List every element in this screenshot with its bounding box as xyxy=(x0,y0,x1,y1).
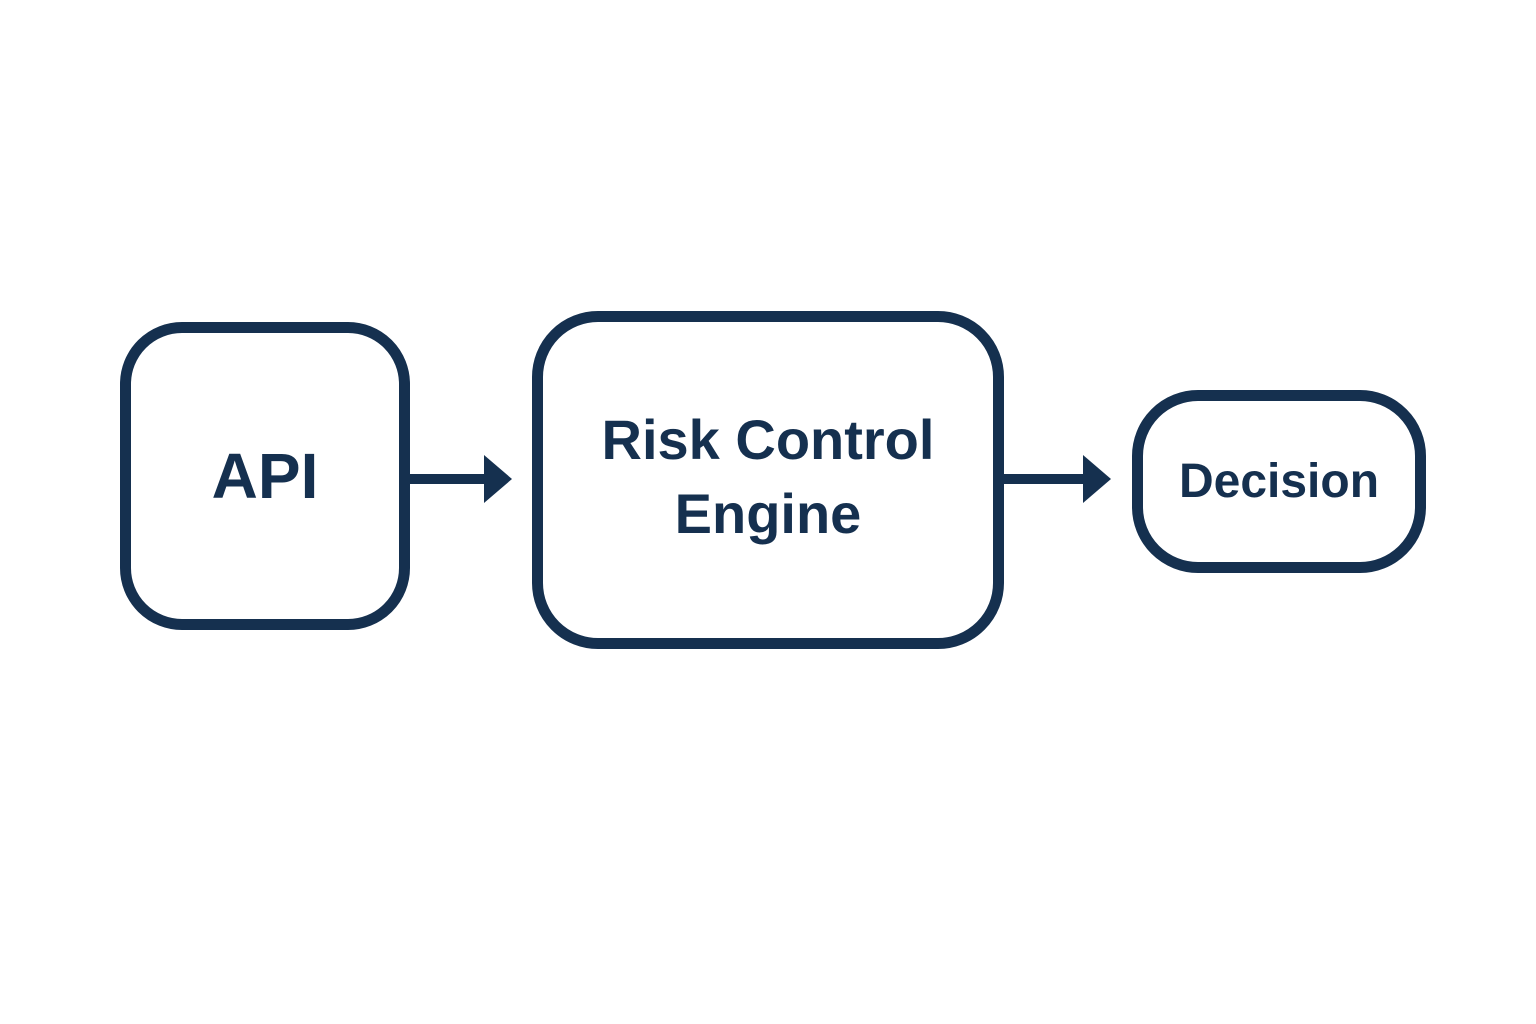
decision-node: Decision xyxy=(1132,390,1426,573)
arrow-api-to-engine-head xyxy=(484,455,512,503)
risk-control-engine-label: Risk Control Engine xyxy=(602,403,935,551)
api-node: API xyxy=(120,322,410,630)
api-node-label: API xyxy=(211,440,319,512)
risk-control-engine-label-line-2: Engine xyxy=(674,482,862,545)
decision-node-label: Decision xyxy=(1178,455,1380,508)
risk-control-engine-node: Risk Control Engine xyxy=(532,311,1004,649)
arrow-engine-to-decision-head xyxy=(1083,455,1111,503)
arrow-api-to-engine xyxy=(410,455,512,503)
arrow-engine-to-decision xyxy=(1004,455,1111,503)
risk-control-engine-label-line-1: Risk Control xyxy=(601,408,935,471)
